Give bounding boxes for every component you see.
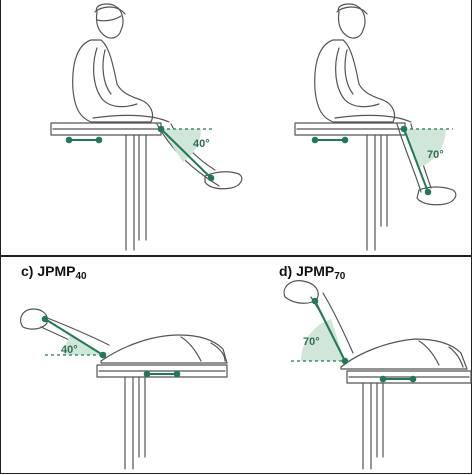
torso-b [314,39,396,123]
thigh-marker-b-2 [341,136,349,144]
angle-wedge-a [161,129,201,162]
panel-d-label: d) JPMP70 [279,263,346,282]
thigh-marker-d-1 [379,375,387,383]
thigh-marker-a-1 [65,136,73,144]
head-b [337,3,366,39]
shank-segment-c [44,318,104,356]
torso-a [72,39,154,123]
markers-a: 40° [65,125,215,182]
angle-label-b: 70° [427,149,444,161]
angle-label-a: 40° [193,138,210,150]
table-c [96,364,228,470]
ankle-marker-d [311,297,319,305]
shank-segment-b [403,128,429,193]
panel-bottom: c) JPMP40 d) JPMP70 [0,256,472,474]
panel-top: 40° [0,0,472,256]
figure-b [294,3,457,251]
foot-b [416,186,457,206]
foot-a [204,171,243,190]
figure-c [20,308,228,470]
panel-c-label: c) JPMP40 [21,263,87,282]
head-a [95,3,124,39]
figure-d [283,280,472,470]
markers-c: 40° [41,315,181,378]
knee-marker-c [99,351,107,359]
knee-marker-d [341,357,349,365]
foot-c [20,308,48,330]
ankle-marker-b [424,188,432,196]
table-d [346,370,472,470]
thigh-marker-c-1 [143,370,151,378]
ankle-marker-c [41,315,49,323]
angle-label-d: 70° [303,336,320,348]
thigh-marker-c-2 [173,370,181,378]
knee-marker-b [400,125,408,133]
shank-segment-a [160,128,212,179]
thigh-marker-d-2 [409,375,417,383]
foot-d [283,280,319,304]
thigh-marker-a-2 [95,136,103,144]
markers-b: 70° [311,125,453,196]
table-a [50,122,162,251]
shank-segment-d [314,300,346,362]
angle-wedge-d [300,319,345,361]
body-c [100,334,228,364]
angle-label-c: 40° [61,344,78,356]
figure-a [50,3,243,251]
bottom-illustration: 40° [20,280,472,470]
markers-d: 70° [291,297,417,383]
top-illustration: 40° [50,3,457,251]
ankle-marker-a [207,174,215,182]
table-b [294,122,406,251]
angle-wedge-c [63,335,103,355]
body-d [340,338,468,370]
knee-marker-a [157,125,165,133]
thigh-marker-b-1 [311,136,319,144]
